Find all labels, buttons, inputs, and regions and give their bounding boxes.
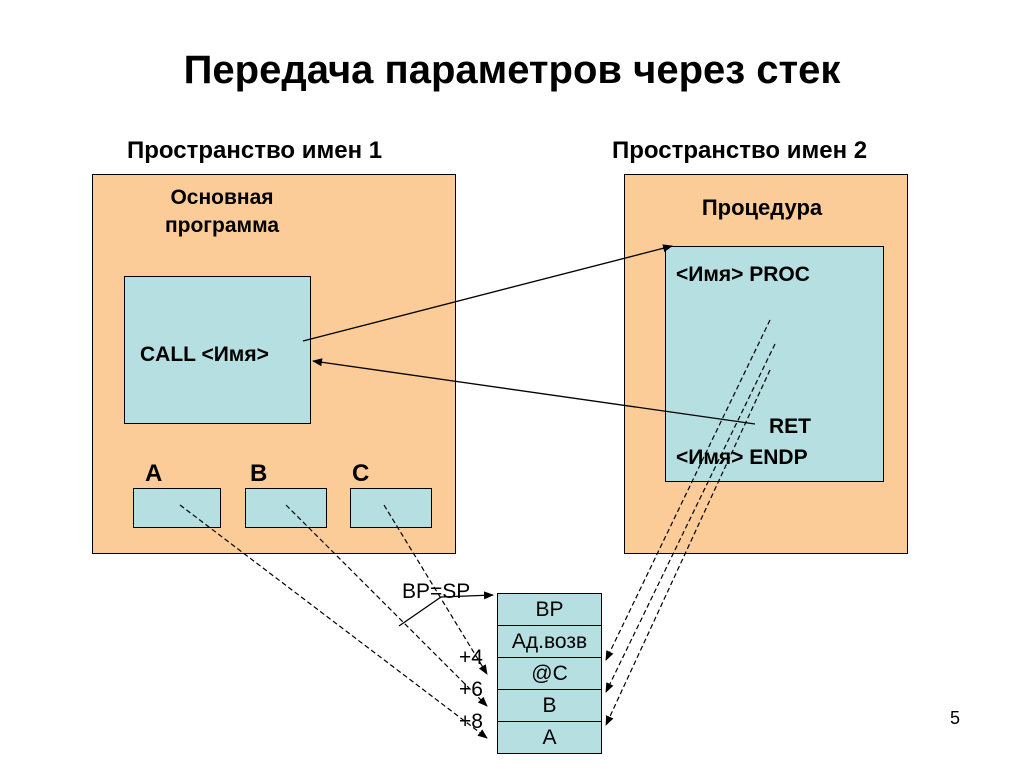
proc-to-stack-a-arrow <box>605 369 771 726</box>
proc-instruction: <Имя> PROC <box>676 263 810 286</box>
var-a-to-stack-arrow <box>179 504 488 739</box>
call-to-proc-arrow <box>302 244 673 342</box>
stack-cell-b: B <box>497 689 602 722</box>
page-title: Передача параметров через стек <box>183 48 841 92</box>
ret-to-call-arrow <box>312 358 756 425</box>
stack-cell-return-address: Ад.возв <box>497 625 602 658</box>
main-program-caption-line2: программа <box>164 214 280 237</box>
bp-sp-pointer-arrow <box>398 591 494 627</box>
var-label-b: B <box>250 460 268 487</box>
call-instruction: CALL <Имя> <box>140 343 269 366</box>
var-box-c <box>350 488 432 528</box>
procedure-block <box>665 246 884 482</box>
var-label-c: C <box>352 460 370 487</box>
main-program-caption-line1: Основная <box>170 186 274 209</box>
proc-to-stack-b-arrow <box>605 343 776 693</box>
var-b-to-stack-arrow <box>285 504 488 707</box>
offset-plus-8: +8 <box>459 710 483 733</box>
endp-instruction: <Имя> ENDP <box>676 446 808 469</box>
var-c-to-stack-arrow <box>383 504 488 675</box>
main-program-caption: Основная программа <box>92 184 352 240</box>
var-box-b <box>245 488 327 528</box>
stack-cell-c-address: @C <box>497 657 602 690</box>
offset-plus-4: +4 <box>459 646 483 669</box>
proc-to-stack-c-arrow <box>605 319 771 661</box>
namespace-2-label: Пространство имен 2 <box>612 137 868 164</box>
stack-cell-a: A <box>497 721 602 754</box>
call-block <box>124 276 311 424</box>
namespace-1-label: Пространство имен 1 <box>127 137 383 164</box>
var-box-a <box>133 488 221 528</box>
bp-sp-label: BP=SP <box>402 580 471 603</box>
var-label-a: A <box>145 460 163 487</box>
procedure-caption: Процедура <box>701 195 823 220</box>
page-number: 5 <box>950 708 961 728</box>
ret-instruction: RET <box>769 415 811 438</box>
stack-cell-bp: BP <box>497 593 602 626</box>
